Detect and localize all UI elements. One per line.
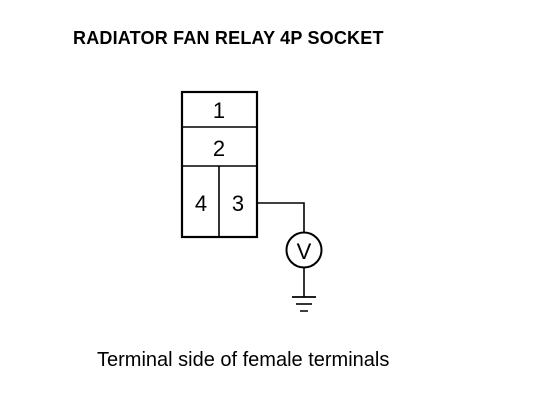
diagram-caption: Terminal side of female terminals xyxy=(97,349,390,371)
probe-wire xyxy=(257,202,305,232)
diagram-title: RADIATOR FAN RELAY 4P SOCKET xyxy=(73,28,384,48)
terminal-3-label: 3 xyxy=(232,191,244,216)
ground-icon xyxy=(292,296,316,312)
terminal-4-label: 4 xyxy=(195,191,207,216)
voltmeter-symbol: V xyxy=(297,239,312,264)
terminal-1-label: 1 xyxy=(213,98,225,123)
voltmeter-icon: V xyxy=(285,231,323,269)
terminal-2-label: 2 xyxy=(213,136,225,161)
